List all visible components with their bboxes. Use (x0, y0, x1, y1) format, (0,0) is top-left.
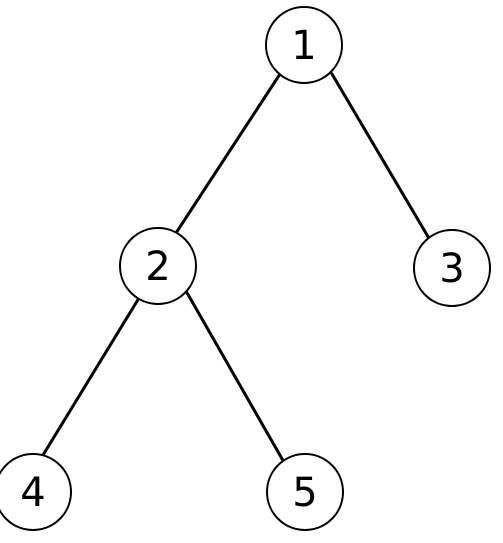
node-label: 3 (439, 246, 464, 292)
edge-1-2 (174, 72, 282, 235)
node-label: 4 (20, 470, 45, 516)
edge-1-3 (330, 72, 432, 242)
tree-node-4: 4 (0, 453, 72, 531)
tree-node-2: 2 (119, 227, 197, 305)
tree-node-5: 5 (266, 453, 344, 531)
node-label: 1 (291, 23, 316, 69)
node-label: 5 (292, 470, 317, 516)
edge-2-4 (38, 296, 141, 462)
node-label: 2 (145, 244, 170, 290)
edge-2-5 (184, 289, 287, 466)
tree-node-1: 1 (265, 6, 343, 84)
tree-node-3: 3 (413, 229, 491, 307)
